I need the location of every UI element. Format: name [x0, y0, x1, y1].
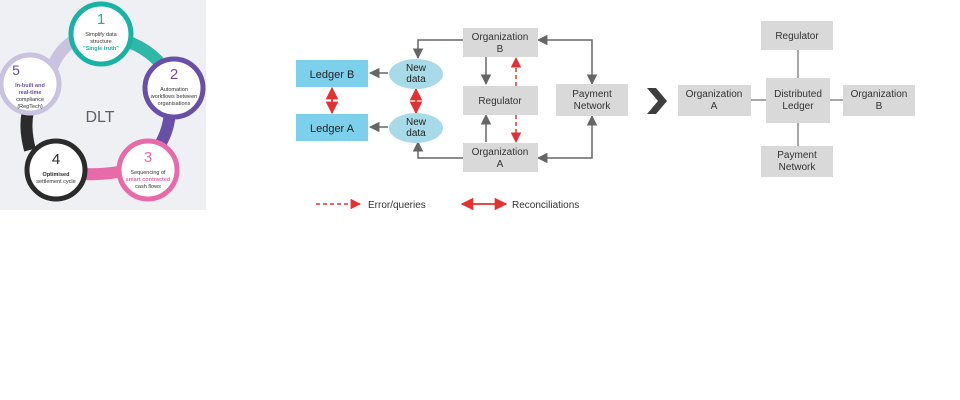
step-text: settlement cycle [36, 179, 75, 185]
after-org-a-label: Organization [686, 89, 743, 100]
step-text: In-built and [15, 83, 45, 89]
step-text: compliance [16, 97, 44, 103]
step-text: "Single truth" [83, 46, 119, 52]
new-data-bottom-ellipse: New data [389, 113, 443, 143]
after-org-b-label: B [876, 101, 883, 112]
distributed-ledger-box: Distributed Ledger [766, 78, 830, 123]
step-text: workflows between [150, 94, 197, 100]
payment-network-box: Payment Network [556, 84, 628, 116]
arrow-orgb-payment [536, 34, 598, 86]
arrow-orga-to-newdata [412, 140, 463, 159]
step-text: structure [90, 39, 111, 45]
wheel-step-1: 1 Simplify data structure "Single truth" [68, 1, 134, 67]
legend: Error/queries Reconciliations [316, 197, 579, 211]
before-diagram: Ledger B Ledger A New data New data Orga… [296, 28, 628, 172]
step-text: cash flows [135, 184, 161, 190]
org-a-label: Organization [472, 147, 529, 158]
organization-a-box: Organization A [463, 143, 538, 172]
ledger-b-box: Ledger B [296, 60, 368, 87]
chevron-right-icon [647, 88, 667, 114]
step-text: smart contracted [126, 177, 171, 183]
wheel-center-label: DLT [85, 109, 114, 126]
after-org-b-label: Organization [851, 89, 908, 100]
step-text: Automation [160, 87, 188, 93]
after-payment-network-label: Network [779, 162, 817, 173]
distributed-ledger-label: Ledger [782, 101, 814, 112]
new-data-label: data [406, 128, 426, 139]
distributed-ledger-label: Distributed [774, 89, 822, 100]
new-data-label: data [406, 74, 426, 85]
wheel-step-3: 3 Sequencing of smart contracted cash fl… [116, 138, 180, 202]
after-diagram: Regulator Organization A Distributed Led… [678, 21, 915, 177]
new-data-label: New [406, 63, 427, 74]
arrow-orgb-to-newdata [412, 39, 463, 60]
after-org-a-label: A [711, 101, 718, 112]
wheel-step-2: 2 Automation workflows between organisat… [142, 56, 206, 120]
legend-errors-label: Error/queries [368, 200, 426, 211]
step-number: 3 [144, 149, 152, 166]
after-regulator-label: Regulator [775, 31, 819, 42]
payment-network-label: Payment [572, 89, 612, 100]
step-text: Sequencing of [130, 170, 166, 176]
after-payment-network-box: Payment Network [761, 146, 833, 177]
arrow-orga-payment [536, 114, 598, 164]
dlt-wheel: DLT 1 Simplify data structure "Single tr… [0, 1, 206, 202]
regulator-box: Regulator [463, 86, 538, 115]
step-text: real-time [19, 90, 42, 96]
step-number: 1 [97, 11, 105, 28]
wheel-step-4: 4 Optimised settlement cycle [24, 138, 88, 202]
organization-b-box: Organization B [463, 28, 538, 57]
step-text: (RegTech) [17, 104, 43, 110]
after-regulator-box: Regulator [761, 21, 833, 50]
ledger-b-label: Ledger B [310, 69, 355, 81]
org-a-label: A [497, 159, 504, 170]
regulator-label: Regulator [478, 96, 522, 107]
after-payment-network-label: Payment [777, 150, 817, 161]
ledger-a-box: Ledger A [296, 114, 368, 141]
payment-network-label: Network [574, 101, 612, 112]
after-organization-b-box: Organization B [843, 85, 915, 116]
wheel-step-5: 5 In-built and real-time compliance (Reg… [0, 52, 62, 116]
ledger-a-label: Ledger A [310, 123, 355, 135]
step-text: Optimised [43, 172, 70, 178]
after-organization-a-box: Organization A [678, 85, 751, 116]
step-number: 5 [12, 62, 20, 78]
step-text: organisations [158, 101, 191, 107]
org-b-label: B [497, 44, 504, 55]
step-text: Simplify data [85, 32, 117, 38]
new-data-top-ellipse: New data [389, 59, 443, 89]
legend-reconciliations-label: Reconciliations [512, 200, 579, 211]
step-number: 2 [170, 66, 178, 83]
new-data-label: New [406, 117, 427, 128]
step-number: 4 [52, 151, 60, 168]
org-b-label: Organization [472, 32, 529, 43]
